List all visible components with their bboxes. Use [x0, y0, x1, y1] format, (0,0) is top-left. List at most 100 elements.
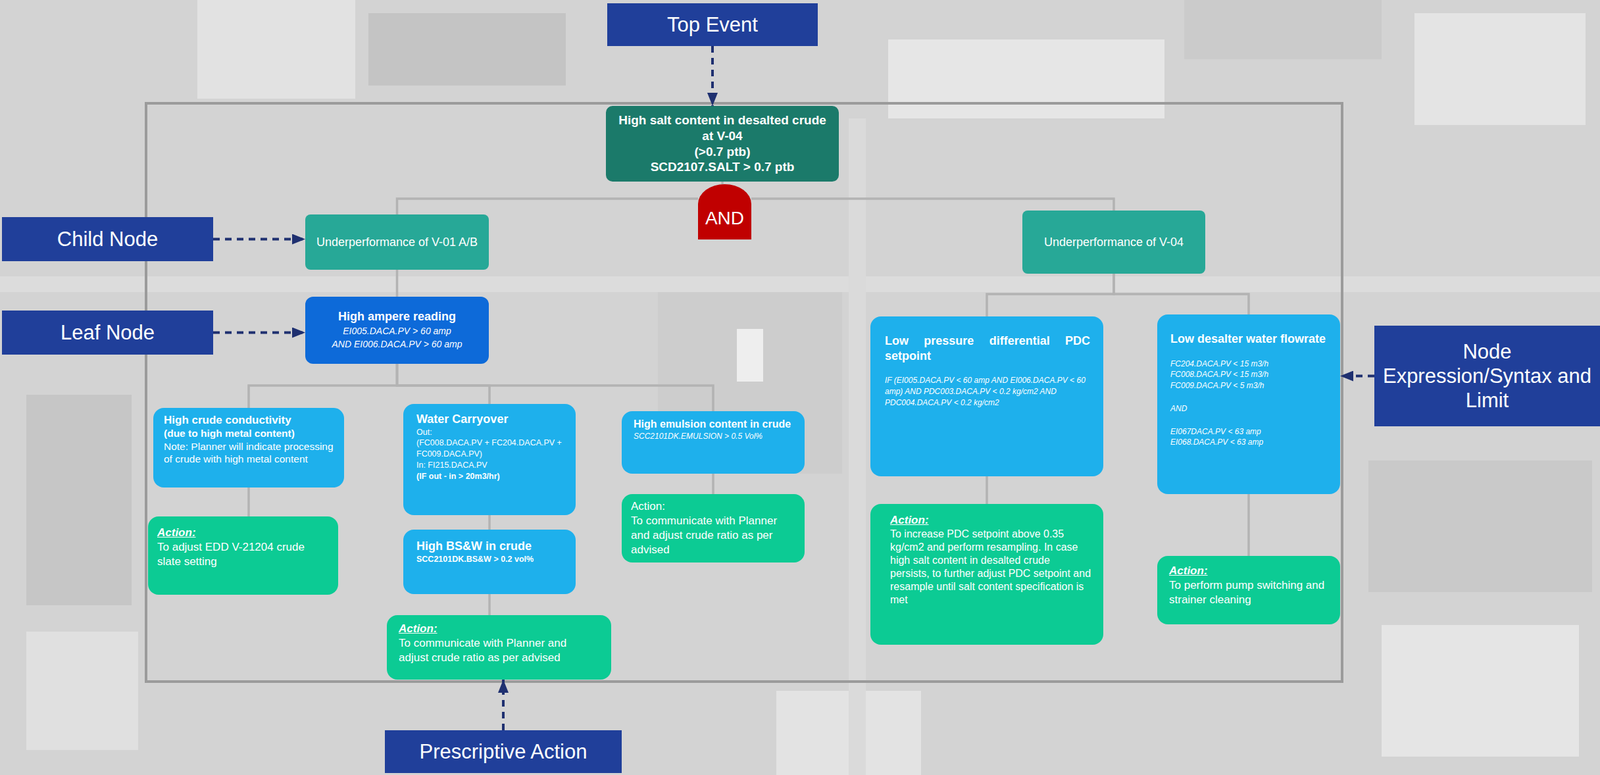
node-text: To communicate with Planner and adjust c…	[630, 513, 796, 558]
node-text: Node Expression/Syntax and Limit	[1382, 339, 1593, 414]
action-box: Action:To perform pump switching and str…	[1157, 555, 1341, 625]
node-text: High BS&W in crude	[416, 538, 564, 554]
leaf-node-box: High emulsion content in crudeSCC2101DK.…	[621, 411, 805, 474]
node-text: Underperformance of V-04	[1044, 234, 1184, 250]
callout-label: Top Event	[607, 3, 818, 47]
leaf-node-box: High ampere readingEI005.DACA.PV > 60 am…	[305, 296, 489, 364]
node-text: Prescriptive Action	[419, 739, 588, 764]
leaf-node-box: Low pressure differential PDC setpointIF…	[870, 316, 1104, 477]
node-text: EI067DACA.PV < 63 amp	[1170, 426, 1327, 438]
tree-connector	[397, 198, 699, 215]
top-event-box: High salt content in desalted crude at V…	[605, 105, 839, 182]
node-text: AND EI006.DACA.PV > 60 amp	[331, 337, 462, 351]
action-box: Action:To communicate with Planner and a…	[386, 615, 612, 680]
callout-arrow	[213, 238, 306, 241]
tree-connector	[248, 363, 398, 408]
node-text: (due to high metal content)	[163, 426, 335, 440]
node-text: To communicate with Planner and adjust c…	[398, 636, 600, 666]
node-text: Out:	[416, 426, 567, 439]
tree-connector	[247, 487, 250, 517]
node-text: Low pressure differential PDC setpoint	[884, 333, 1091, 364]
tree-connector	[711, 473, 715, 495]
node-text: FC204.DACA.PV < 15 m3/h	[1170, 358, 1327, 370]
node-text: SCD2107.SALT > 0.7 ptb	[650, 159, 795, 175]
callout-arrow	[213, 331, 306, 335]
tree-connector	[751, 198, 1114, 211]
node-text: Note: Planner will indicate processing o…	[163, 440, 335, 466]
and-gate-outline	[698, 184, 752, 240]
action-box: Action:To communicate with Planner and a…	[621, 494, 805, 563]
tree-connector	[396, 269, 399, 297]
node-text: Leaf Node	[60, 320, 155, 345]
callout-arrow	[1340, 375, 1375, 378]
node-text: Action:	[1169, 563, 1331, 579]
node-text: Action:	[890, 513, 1092, 528]
node-text: SCC2101DK.EMULSION > 0.5 Vol%	[633, 430, 793, 443]
leaf-node-box: Water CarryoverOut:(FC008.DACA.PV + FC20…	[403, 403, 576, 516]
diagram-frame	[146, 103, 1343, 682]
tree-connector	[488, 594, 491, 616]
leaf-node-box: High BS&W in crudeSCC2101DK.BS&W > 0.2 v…	[403, 529, 576, 595]
building	[197, 0, 356, 99]
callout-label: Node Expression/Syntax and Limit	[1374, 325, 1600, 427]
callout-label: Prescriptive Action	[384, 730, 622, 774]
action-box: Action:To increase PDC setpoint above 0.…	[870, 503, 1104, 645]
building	[26, 394, 132, 606]
node-text: Action:	[398, 621, 600, 637]
building	[1184, 0, 1382, 60]
node-text: (IF out - in > 20m3/hr)	[416, 471, 567, 483]
child-node-box: Underperformance of V-04	[1022, 210, 1206, 274]
callout-label: Child Node	[1, 217, 214, 262]
road	[848, 118, 866, 775]
building	[736, 328, 764, 382]
node-text: High salt content in desalted crude at V…	[615, 112, 830, 145]
node-text: AND	[1170, 403, 1327, 415]
node-text: High ampere reading	[338, 309, 456, 325]
building	[1414, 13, 1586, 125]
child-node-box: Underperformance of V-01 A/B	[305, 214, 489, 270]
building	[1368, 460, 1593, 593]
and-gate: AND	[698, 184, 752, 240]
building	[368, 13, 566, 86]
tree-connector	[397, 363, 491, 404]
node-text: EI068.DACA.PV < 63 amp	[1170, 436, 1327, 449]
node-text: Action:	[630, 499, 796, 514]
node-text: High crude conductivity	[163, 413, 335, 427]
building	[1381, 625, 1579, 757]
tree-connector	[721, 181, 724, 185]
node-text: High emulsion content in crude	[633, 417, 793, 431]
node-text: Child Node	[57, 226, 158, 252]
leaf-node-box: Low desalter water flowrateFC204.DACA.PV…	[1157, 314, 1341, 495]
node-text: To perform pump switching and strainer c…	[1169, 578, 1331, 608]
node-text: AND	[705, 208, 745, 229]
node-text: SCC2101DK.BS&W > 0.2 vol%	[416, 553, 564, 566]
node-text: In: FI215.DACA.PV	[416, 459, 567, 472]
callout-arrow	[711, 46, 714, 106]
tree-connector	[986, 273, 1114, 317]
node-text: FC009.DACA.PV < 5 m3/h	[1170, 380, 1327, 392]
node-text: Water Carryover	[416, 411, 567, 427]
node-text: FC008.DACA.PV < 15 m3/h	[1170, 369, 1327, 381]
action-box: Action:To adjust EDD V-21204 crude slate…	[148, 516, 339, 595]
node-text: EI005.DACA.PV > 60 amp	[342, 324, 452, 338]
node-text: IF (EI005.DACA.PV < 60 amp AND EI006.DAC…	[884, 375, 1091, 408]
tree-connector	[1113, 273, 1249, 315]
node-text: Low desalter water flowrate	[1170, 331, 1327, 347]
building	[26, 631, 139, 750]
node-text: Underperformance of V-01 A/B	[316, 234, 478, 250]
node-text: (FC008.DACA.PV + FC204.DACA.PV + FC009.D…	[416, 437, 567, 460]
tree-connector	[985, 476, 989, 504]
tree-connector	[1247, 494, 1250, 556]
node-text: (>0.7 ptb)	[694, 144, 751, 160]
leaf-node-box: High crude conductivity(due to high meta…	[153, 407, 345, 488]
callout-label: Leaf Node	[1, 310, 214, 355]
node-text: Action:	[157, 525, 329, 541]
road	[0, 276, 1600, 293]
tree-connector	[488, 515, 491, 530]
building	[888, 39, 1165, 119]
node-text: To adjust EDD V-21204 crude slate settin…	[157, 540, 329, 570]
node-text: To increase PDC setpoint above 0.35 kg/c…	[890, 527, 1092, 607]
node-text: Top Event	[667, 12, 758, 37]
callout-arrow	[501, 679, 505, 731]
